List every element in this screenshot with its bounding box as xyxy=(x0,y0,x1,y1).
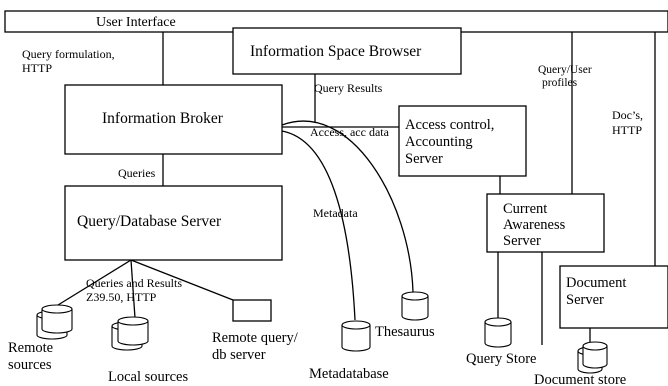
current-awareness-box xyxy=(486,193,605,253)
queries-label: Queries xyxy=(118,166,156,180)
local-sources-store xyxy=(111,316,149,351)
user-interface-label: User Interface xyxy=(96,15,176,30)
document-store-store xyxy=(577,341,608,374)
query-results-label: Query Results xyxy=(314,81,383,95)
document-server-label-2: Server xyxy=(566,292,604,308)
access-acc-data-label: Access, acc data xyxy=(310,125,390,139)
remote-query-db-box xyxy=(232,299,272,322)
query-store-cylinder xyxy=(484,322,512,348)
querydb-remote-sources-connector xyxy=(57,259,132,306)
queries-and-results-label-2: Z39.50, HTTP xyxy=(86,290,157,304)
query-user-profiles-label-2: profiles xyxy=(542,77,578,89)
info-broker-box xyxy=(64,84,283,155)
local-sources-label: Local sources xyxy=(108,369,188,385)
connectors xyxy=(57,18,656,345)
remote-sources-label-1: Remote xyxy=(8,340,53,356)
docs-http-label-1: Doc’s, xyxy=(612,108,643,122)
docs-http-label-2: HTTP xyxy=(612,123,642,137)
query-db-server-label: Query/Database Server xyxy=(77,213,222,230)
document-server-box xyxy=(559,265,668,329)
metadatabase-cylinder xyxy=(341,325,371,352)
query-user-profiles-label-1: Query/User xyxy=(538,64,592,76)
query-db-server-box xyxy=(64,185,283,261)
access-control-label-2: Accounting xyxy=(405,134,473,150)
access-control-box xyxy=(398,105,527,177)
queries-and-results-label-1: Queries and Results xyxy=(86,276,182,290)
broker-metadatabase-curve xyxy=(281,130,356,321)
remote-sources-cylinder xyxy=(41,309,73,334)
metadatabase-store xyxy=(341,320,371,352)
broker-thesaurus-curve xyxy=(281,120,414,293)
current-awareness-label-3: Server xyxy=(503,233,541,249)
query-store-store xyxy=(484,317,512,348)
thesaurus-store xyxy=(401,291,429,321)
info-space-browser-label: Information Space Browser xyxy=(250,43,422,60)
info-broker-label: Information Broker xyxy=(102,110,224,127)
document-store-label: Document store xyxy=(534,372,626,386)
access-control-label-1: Access control, xyxy=(405,117,494,133)
current-awareness-label-2: Awareness xyxy=(503,217,566,233)
remote-sources-label-2: sources xyxy=(8,357,52,373)
metadatabase-label: Metadatabase xyxy=(309,366,389,382)
query-formulation-label-1: Query formulation, xyxy=(22,47,115,61)
remote-query-db-label-2: db server xyxy=(212,347,266,363)
local-sources-cylinder xyxy=(117,321,149,346)
access-control-label-3: Server xyxy=(405,151,443,167)
metadata-label: Metadata xyxy=(313,206,358,220)
query-store-label: Query Store xyxy=(466,351,536,367)
querydb-local-sources-connector xyxy=(130,259,136,319)
remote-sources-store xyxy=(36,304,73,340)
thesaurus-label: Thesaurus xyxy=(375,324,435,340)
current-awareness-label-1: Current xyxy=(503,201,547,217)
document-store-cylinder xyxy=(582,346,608,369)
querydb-remote-query-connector xyxy=(130,259,234,301)
info-space-browser-box xyxy=(232,27,462,75)
document-server-label-1: Document xyxy=(566,275,626,291)
thesaurus-cylinder xyxy=(401,296,429,321)
query-formulation-label-2: HTTP xyxy=(22,61,52,75)
remote-query-db-label-1: Remote query/ xyxy=(212,330,299,346)
